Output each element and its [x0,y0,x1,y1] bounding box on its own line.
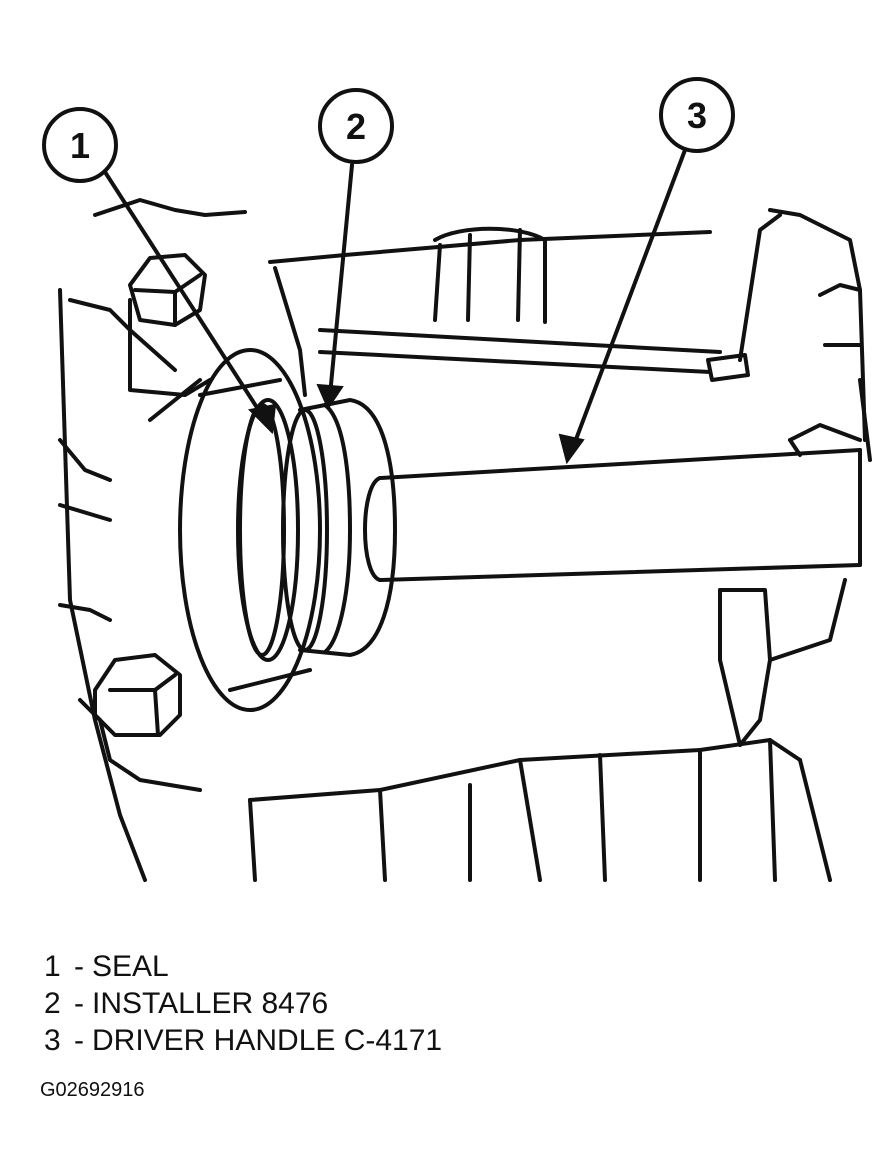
rear-housing-tube [318,226,722,374]
callout-1-number: 1 [70,125,90,166]
legend-item: 2 - INSTALLER 8476 [44,985,442,1022]
legend-separator: - [74,950,84,983]
legend-item: 3 - DRIVER HANDLE C-4171 [44,1022,442,1059]
illustration-svg: 1 2 3 [42,77,872,882]
callout-leaders [103,148,687,452]
legend-separator: - [74,987,84,1020]
callout-2-number: 2 [346,106,366,147]
figure-code: G02692916 [40,1079,145,1101]
legend-number: 1 [44,950,61,983]
legend-text: DRIVER HANDLE C-4171 [92,1024,443,1057]
legend-item: 1 - SEAL [44,948,442,985]
legend-text: SEAL [92,950,169,983]
driver-handle [363,448,862,582]
seal-installation-illustration: 1 2 3 [42,77,872,882]
legend-number: 3 [44,1024,61,1057]
upper-bolt [128,253,212,397]
callout-3-number: 3 [687,95,707,136]
callout-1: 1 [42,107,118,183]
callout-2: 2 [318,88,394,164]
transmission-housing [58,198,872,882]
legend-separator: - [74,1024,84,1057]
legend-text: INSTALLER 8476 [92,987,329,1020]
lower-bolt [78,653,202,792]
legend-number: 2 [44,987,61,1020]
callout-3: 3 [659,77,735,153]
installer-tool [281,398,397,657]
legend: 1 - SEAL 2 - INSTALLER 8476 3 - DRIVER H… [44,948,442,1059]
seal-and-bore [178,348,322,712]
callout-arrowheads [247,383,585,465]
